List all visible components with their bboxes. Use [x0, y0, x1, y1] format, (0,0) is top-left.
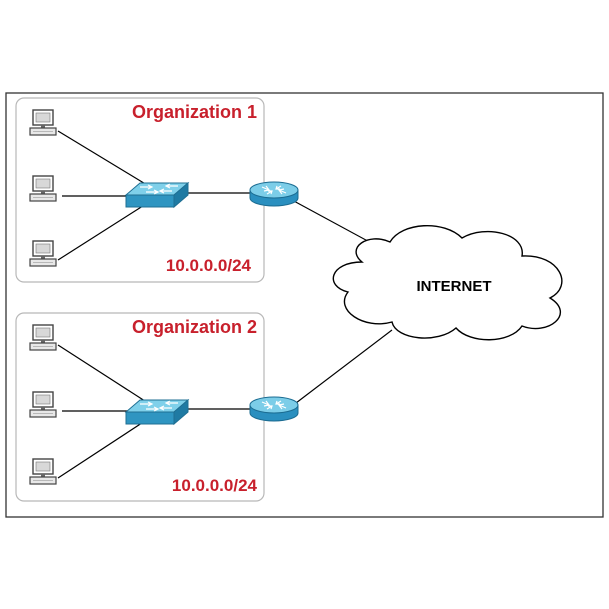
org2-subnet-label: 10.0.0.0/24	[172, 476, 258, 495]
computer-icon	[29, 324, 57, 351]
internet-label: INTERNET	[417, 278, 492, 295]
org2-title: Organization 2	[132, 317, 257, 337]
router-icon	[249, 181, 299, 207]
computer-icon	[29, 240, 57, 267]
computer-icon	[29, 391, 57, 418]
computer-icon	[29, 458, 57, 485]
computer-icon	[29, 109, 57, 136]
switch-icon	[125, 182, 189, 208]
computer-icon	[29, 175, 57, 202]
org1-subnet-label: 10.0.0.0/24	[166, 256, 252, 275]
switch-icon	[125, 399, 189, 425]
cloud-icon	[332, 225, 563, 341]
router-icon	[249, 396, 299, 422]
org2-links	[57, 329, 393, 479]
org1-title: Organization 1	[132, 102, 257, 122]
